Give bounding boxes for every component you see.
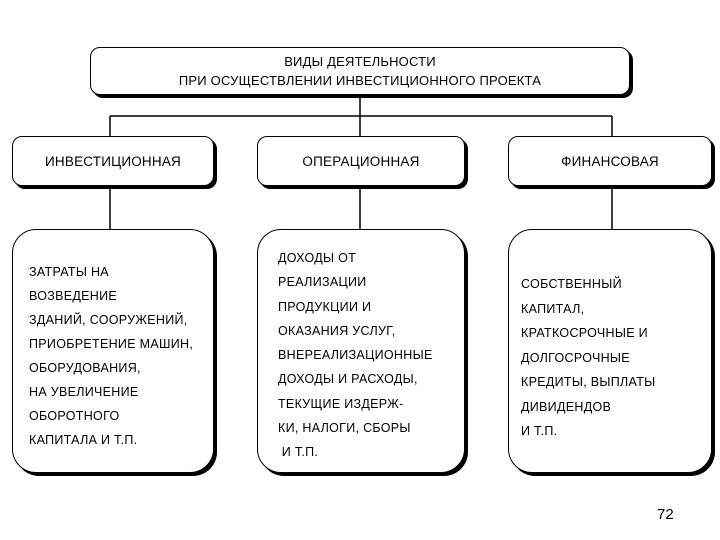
description-line: НА УВЕЛИЧЕНИЕ: [29, 385, 139, 399]
description-line: ДОХОДЫ И РАСХОДЫ,: [278, 372, 418, 387]
description-line: ДОЛГОСРОЧНЫЕ: [521, 350, 630, 365]
description-line: ПРИОБРЕТЕНИЕ МАШИН,: [29, 337, 194, 351]
description-line: ЗАТРАТЫ НА: [29, 265, 109, 279]
description-line: КАПИТАЛ,: [521, 301, 585, 316]
category-box-operating: ОПЕРАЦИОННАЯ: [257, 136, 465, 186]
description-line: И Т.П.: [521, 424, 558, 438]
description-line: ДОХОДЫ ОТ: [278, 251, 357, 265]
description-line: ВНЕРЕАЛИЗАЦИОННЫЕ: [278, 348, 433, 363]
category-box-investment: ИНВЕСТИЦИОННАЯ: [12, 136, 214, 186]
description-line: ВОЗВЕДЕНИЕ: [29, 289, 118, 303]
page-number: 72: [657, 506, 674, 523]
description-line: КИ, НАЛОГИ, СБОРЫ: [278, 421, 411, 436]
category-label-investment: ИНВЕСТИЦИОННАЯ: [45, 153, 181, 169]
description-line: КАПИТАЛА И Т.П.: [29, 433, 138, 447]
description-line: ОБОРОТНОГО: [29, 409, 120, 423]
description-box-investment: ЗАТРАТЫ НА ВОЗВЕДЕНИЕ ЗДАНИЙ, СООРУЖЕНИЙ…: [12, 229, 214, 473]
description-line: КРЕДИТЫ, ВЫПЛАТЫ: [521, 375, 656, 389]
description-line: СОБСТВЕННЫЙ: [521, 277, 622, 291]
description-line: И Т.П.: [278, 445, 319, 460]
description-line: КРАТКОСРОЧНЫЕ И: [521, 326, 648, 340]
category-label-operating: ОПЕРАЦИОННАЯ: [302, 153, 420, 169]
diagram-title-line1: ВИДЫ ДЕЯТЕЛЬНОСТИ: [284, 54, 436, 69]
description-line: РЕАЛИЗАЦИИ: [278, 275, 367, 290]
description-line: ДИВИДЕНДОВ: [521, 399, 612, 414]
description-line: ОБОРУДОВАНИЯ,: [29, 361, 141, 375]
description-line: ОКАЗАНИЯ УСЛУГ,: [278, 323, 396, 338]
description-line: ТЕКУЩИЕ ИЗДЕРЖ-: [278, 396, 404, 411]
diagram-title-line2: ПРИ ОСУЩЕСТВЛЕНИИ ИНВЕСТИЦИОННОГО ПРОЕКТ…: [178, 73, 542, 88]
diagram-title-box: ВИДЫ ДЕЯТЕЛЬНОСТИ ПРИ ОСУЩЕСТВЛЕНИИ ИНВЕ…: [90, 47, 630, 95]
description-box-operating: ДОХОДЫ ОТ РЕАЛИЗАЦИИ ПРОДУКЦИИ И ОКАЗАНИ…: [257, 229, 465, 473]
category-box-financial: ФИНАНСОВАЯ: [508, 136, 712, 186]
description-line: ПРОДУКЦИИ И: [278, 299, 372, 314]
category-label-financial: ФИНАНСОВАЯ: [561, 153, 659, 169]
description-box-financial: СОБСТВЕННЫЙ КАПИТАЛ, КРАТКОСРОЧНЫЕ И ДОЛ…: [508, 229, 712, 473]
description-line: ЗДАНИЙ, СООРУЖЕНИЙ,: [29, 313, 188, 327]
